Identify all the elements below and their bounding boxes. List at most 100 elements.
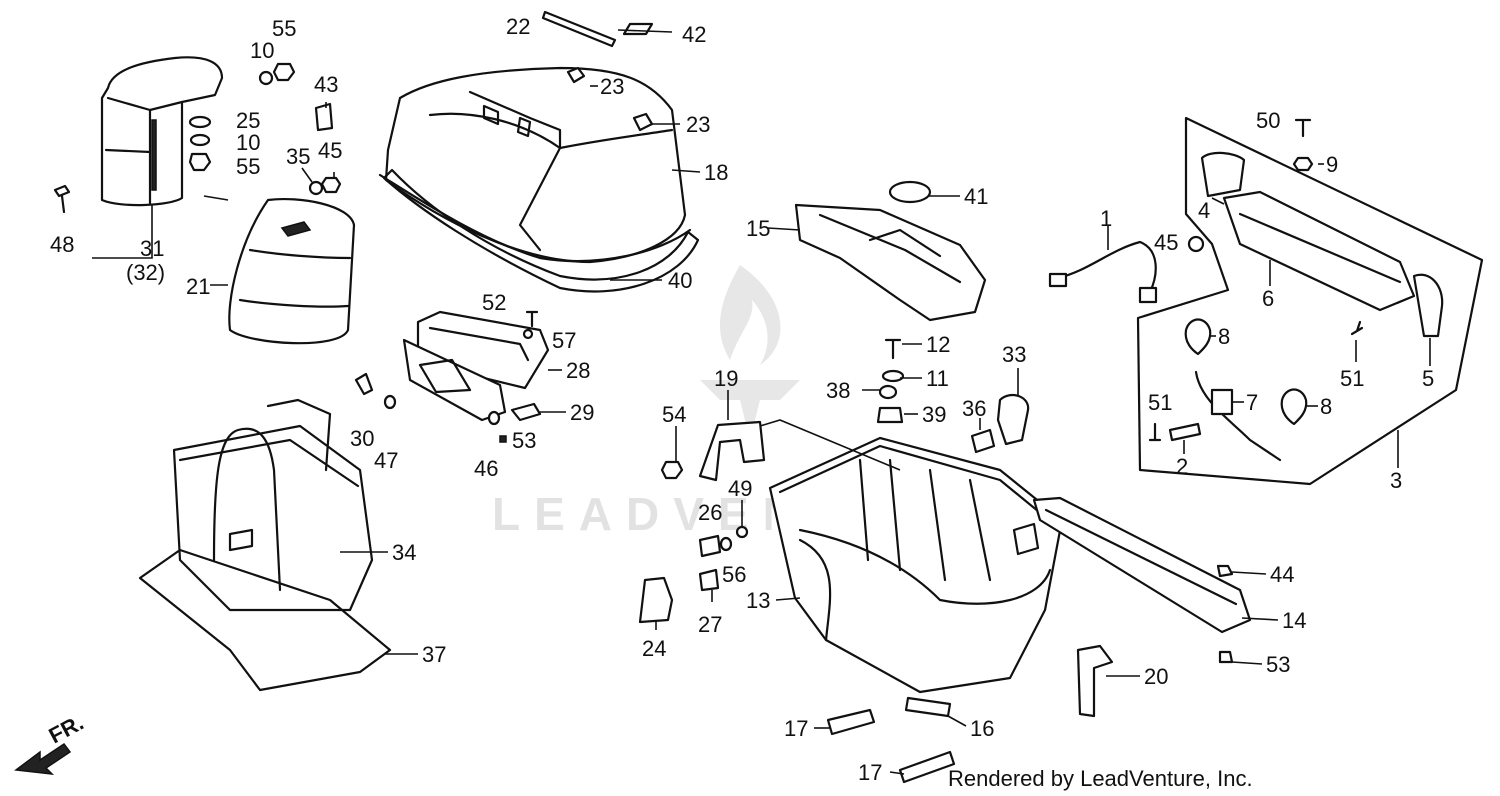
callout-8: 8 bbox=[1320, 394, 1332, 419]
callout-54: 54 bbox=[662, 402, 686, 427]
part-floor-mat bbox=[138, 548, 392, 692]
callout-47: 47 bbox=[374, 448, 398, 473]
callout-38: 38 bbox=[826, 378, 850, 403]
callout-4: 4 bbox=[1198, 198, 1210, 223]
callout-35: 35 bbox=[286, 144, 310, 169]
front-direction-label: FR. bbox=[45, 710, 88, 749]
callout-33: 33 bbox=[1002, 342, 1026, 367]
part-bracket-20 bbox=[1076, 644, 1114, 718]
callout-2: 2 bbox=[1176, 454, 1188, 479]
callout-40: 40 bbox=[668, 268, 692, 293]
callout-13: 13 bbox=[746, 588, 770, 613]
part-mount-stack bbox=[876, 338, 905, 424]
callout-45: 45 bbox=[1154, 230, 1178, 255]
leader-lines bbox=[92, 29, 1431, 775]
callout-52: 52 bbox=[482, 290, 506, 315]
callout-46: 46 bbox=[474, 456, 498, 481]
callout-labels: 55 10 25 10 55 43 35 45 48 31 (32) 21 22… bbox=[50, 14, 1434, 785]
callout-14: 14 bbox=[1282, 608, 1306, 633]
callout-50: 50 bbox=[1256, 108, 1280, 133]
part-bracket-19 bbox=[660, 420, 766, 482]
callout-23: 23 bbox=[686, 112, 710, 137]
callout-45: 45 bbox=[318, 138, 342, 163]
callout-39: 39 bbox=[922, 402, 946, 427]
part-screw-53 bbox=[1218, 650, 1234, 664]
callout-21: 21 bbox=[186, 274, 210, 299]
callout-17: 17 bbox=[784, 716, 808, 741]
part-inner-bag bbox=[172, 398, 374, 612]
callout-29: 29 bbox=[570, 400, 594, 425]
part-group-outline-3 bbox=[1136, 116, 1484, 486]
part-wire-harness bbox=[1048, 240, 1158, 304]
callout-5: 5 bbox=[1422, 366, 1434, 391]
callout-9: 9 bbox=[1326, 152, 1338, 177]
callout-37: 37 bbox=[422, 642, 446, 667]
callout-51: 51 bbox=[1148, 390, 1172, 415]
callout-16: 16 bbox=[970, 716, 994, 741]
callout-34: 34 bbox=[392, 540, 416, 565]
part-backrest-21 bbox=[228, 197, 356, 345]
callout-55: 55 bbox=[236, 154, 260, 179]
callout-51: 51 bbox=[1340, 366, 1364, 391]
callout-30: 30 bbox=[350, 426, 374, 451]
part-taillight-bracket bbox=[1200, 151, 1444, 338]
part-lid-seal bbox=[382, 168, 700, 293]
callout-55: 55 bbox=[272, 16, 296, 41]
part-fasteners-left bbox=[53, 62, 296, 214]
part-side-trim bbox=[1032, 496, 1252, 634]
part-brackets-16-17 bbox=[826, 696, 956, 784]
callout-20: 20 bbox=[1144, 664, 1168, 689]
callout-23: 23 bbox=[600, 74, 624, 99]
part-trunk-body bbox=[768, 436, 1064, 694]
callout-12: 12 bbox=[926, 332, 950, 357]
callout-41: 41 bbox=[964, 184, 988, 209]
callout-18: 18 bbox=[704, 160, 728, 185]
callout-53: 53 bbox=[1266, 652, 1290, 677]
callout-10: 10 bbox=[250, 38, 274, 63]
part-bulbs bbox=[1148, 118, 1364, 462]
callout-32: (32) bbox=[126, 260, 165, 285]
callout-56: 56 bbox=[722, 562, 746, 587]
callout-24: 24 bbox=[642, 636, 666, 661]
part-light-assembly bbox=[402, 310, 550, 422]
part-trunk-lid bbox=[378, 66, 692, 264]
callout-43: 43 bbox=[314, 72, 338, 97]
callout-8: 8 bbox=[1218, 324, 1230, 349]
part-small-hardware-lower bbox=[638, 525, 749, 624]
credit-text: Rendered by LeadVenture, Inc. bbox=[948, 766, 1253, 791]
watermark-logo bbox=[700, 265, 800, 440]
callout-36: 36 bbox=[962, 396, 986, 421]
callout-19: 19 bbox=[714, 366, 738, 391]
callout-26: 26 bbox=[698, 500, 722, 525]
part-latch bbox=[970, 393, 1030, 454]
part-clip-44 bbox=[1216, 564, 1234, 578]
callout-31: 31 bbox=[140, 236, 164, 261]
callout-11: 11 bbox=[926, 366, 949, 391]
part-screws-35-45 bbox=[308, 176, 342, 196]
part-grommet-41 bbox=[888, 180, 932, 204]
callout-10: 10 bbox=[236, 130, 260, 155]
part-small-trims bbox=[541, 10, 654, 132]
callout-1: 1 bbox=[1100, 206, 1112, 231]
part-backrest-cover bbox=[100, 56, 224, 207]
part-small-hardware-middle bbox=[354, 310, 542, 443]
callout-17: 17 bbox=[858, 760, 882, 785]
callout-27: 27 bbox=[698, 612, 722, 637]
callout-53: 53 bbox=[512, 428, 536, 453]
callout-57: 57 bbox=[552, 328, 576, 353]
callout-15: 15 bbox=[746, 216, 770, 241]
part-clip-43 bbox=[314, 102, 334, 132]
callout-7: 7 bbox=[1246, 390, 1258, 415]
front-direction-arrow bbox=[14, 742, 72, 775]
callout-28: 28 bbox=[566, 358, 590, 383]
callout-48: 48 bbox=[50, 232, 74, 257]
callout-44: 44 bbox=[1270, 562, 1294, 587]
callout-49: 49 bbox=[728, 476, 752, 501]
callout-6: 6 bbox=[1262, 286, 1274, 311]
callout-3: 3 bbox=[1390, 468, 1402, 493]
callout-22: 22 bbox=[506, 14, 530, 39]
part-grommet-45 bbox=[1187, 235, 1205, 253]
callout-25: 25 bbox=[236, 108, 260, 133]
